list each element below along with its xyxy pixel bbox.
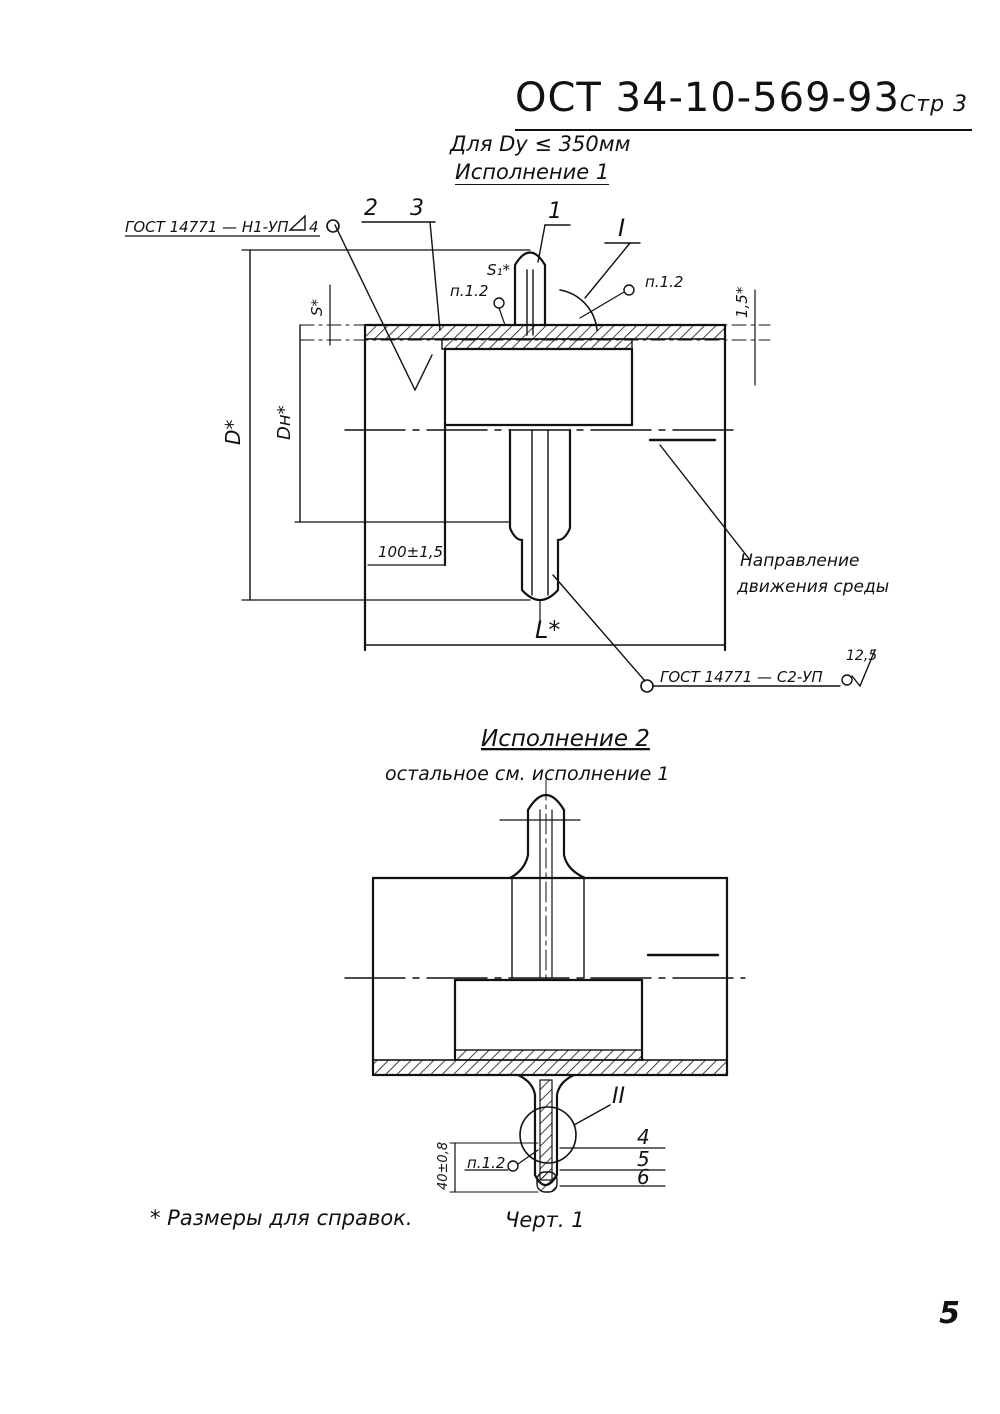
v2-inner-hatch xyxy=(454,1049,643,1061)
dim-L: L* xyxy=(535,616,560,644)
footnote: * Размеры для справок. xyxy=(150,1206,413,1230)
dim-Dn: Dн* xyxy=(274,405,295,440)
v2-ref: п.1.2 xyxy=(467,1154,505,1172)
flow-label-2: движения среды xyxy=(736,577,889,597)
page-label: Стр 3 xyxy=(899,92,969,117)
weld-top-leg: 4 xyxy=(309,218,319,236)
ref-right: п.1.2 xyxy=(645,273,683,291)
dim-1-5: 1,5* xyxy=(733,286,751,318)
figure-caption: Черт. 1 xyxy=(505,1208,585,1232)
variant1-view xyxy=(241,219,876,693)
dim-D: D* xyxy=(221,420,245,445)
bottom-fin xyxy=(508,526,572,602)
weld-top-label: ГОСТ 14771 — Н1-УП xyxy=(125,218,288,236)
callout-1: 1 xyxy=(548,199,562,224)
dim-40: 40±0,8 xyxy=(436,1142,451,1190)
pipe-wall-hatch xyxy=(364,324,726,340)
detail-I-label: I xyxy=(618,214,625,242)
callout-3: 3 xyxy=(410,196,424,221)
page-number: 5 xyxy=(939,1296,960,1331)
flow-label-1: Направление xyxy=(740,551,860,571)
dim-s: S* xyxy=(308,298,326,316)
ref-left: п.1.2 xyxy=(450,282,488,300)
weld-triangle-icon xyxy=(288,214,306,231)
detail-II-label: II xyxy=(612,1084,625,1109)
weld-bottom-label: ГОСТ 14771 — С2-УП xyxy=(660,668,823,686)
variant2-view xyxy=(344,779,746,1193)
variant2-subtitle: остальное см. исполнение 1 xyxy=(385,763,669,785)
document-code: ОСТ 34-10-569-93Стр 3 xyxy=(515,74,973,131)
condition-label: Для Dy ≤ 350мм xyxy=(450,132,631,156)
weld-circle-icon xyxy=(841,674,853,686)
variant2-title: Исполнение 2 xyxy=(481,726,650,752)
callout-4: 4 xyxy=(637,1125,650,1149)
variant1-title: Исполнение 1 xyxy=(455,160,610,185)
v2-top-fin xyxy=(508,793,587,880)
callout-5: 5 xyxy=(637,1147,650,1171)
dim-s1: S₁* xyxy=(487,261,511,279)
callout-6: 6 xyxy=(637,1165,650,1189)
callout-2: 2 xyxy=(364,196,378,221)
roughness-value: 12,5 xyxy=(846,648,877,664)
doc-code-text: ОСТ 34-10-569-93 xyxy=(515,75,900,121)
v2-wall-hatch xyxy=(372,1059,728,1076)
dim-100: 100±1,5 xyxy=(378,543,443,561)
top-fin xyxy=(513,251,547,327)
